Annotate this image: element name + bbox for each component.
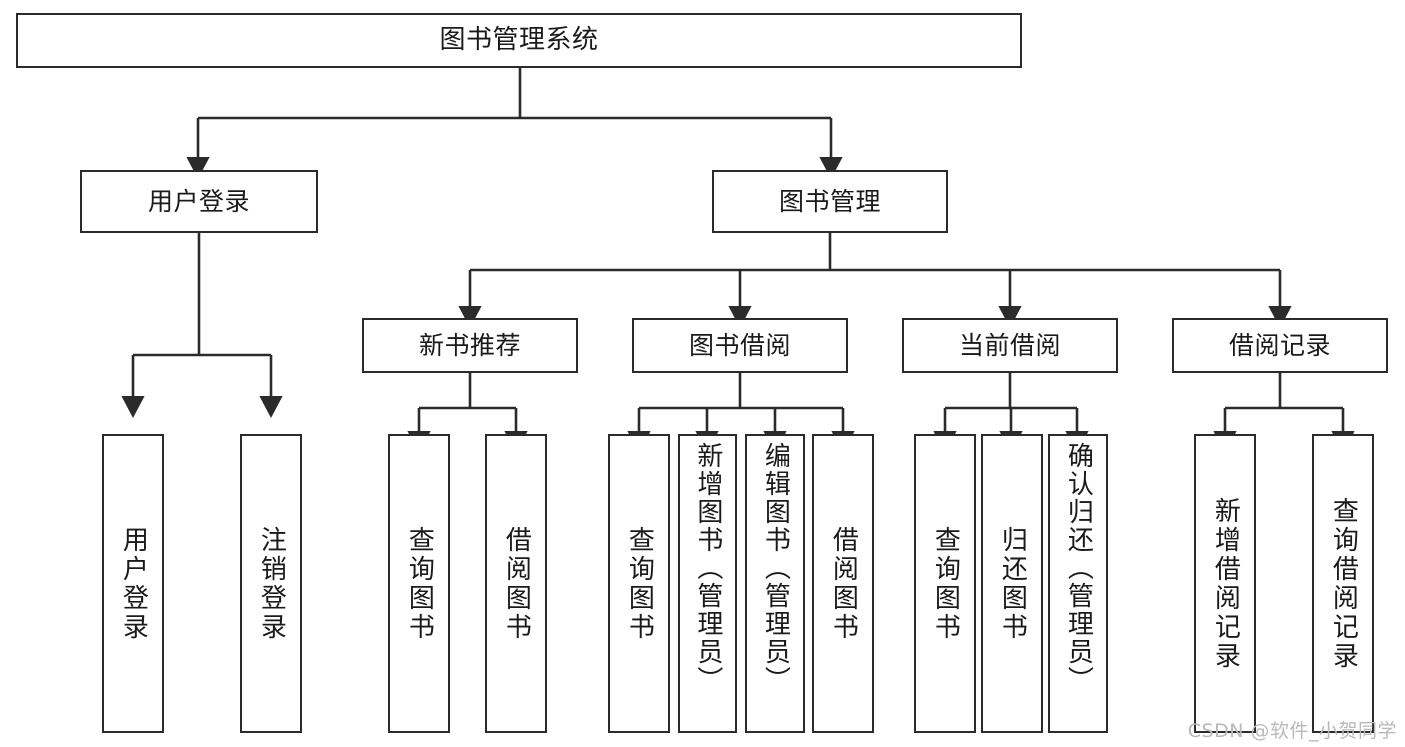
node-current-borrow[interactable]: 当前借阅 [902,318,1118,373]
node-label: 归还图书 [997,525,1028,642]
node-label: 查询借阅记录 [1328,496,1359,671]
leaf-recommend-borrow-book[interactable]: 借阅图书 [485,434,547,733]
node-label: 新增借阅记录 [1210,496,1241,671]
node-label: 用户登录 [118,525,149,642]
node-label: 当前借阅 [958,330,1061,360]
node-label: 注销登录 [256,525,287,642]
csdn-watermark: CSDN @软件_小贺同学 [1187,720,1397,742]
node-label: 编辑图书（管理员） [760,442,791,694]
node-book-borrow[interactable]: 图书借阅 [632,318,848,373]
node-user-login[interactable]: 用户登录 [80,170,318,233]
leaf-record-add-record[interactable]: 新增借阅记录 [1194,434,1256,733]
node-book-management[interactable]: 图书管理 [712,170,948,233]
leaf-borrow-query-book[interactable]: 查询图书 [608,434,670,733]
node-label: 查询图书 [404,525,435,642]
leaf-borrow-borrow-book[interactable]: 借阅图书 [812,434,874,733]
node-label: 借阅图书 [501,525,532,642]
leaf-record-query-record[interactable]: 查询借阅记录 [1312,434,1374,733]
leaf-borrow-edit-book-admin[interactable]: 编辑图书（管理员） [745,434,805,733]
node-root-book-management-system[interactable]: 图书管理系统 [16,13,1022,68]
node-label: 新增图书（管理员） [692,442,723,694]
node-label: 用户登录 [147,186,250,216]
node-label: 确认归还（管理员） [1063,442,1094,694]
node-label: 图书管理系统 [439,25,599,56]
leaf-current-return-book[interactable]: 归还图书 [981,434,1043,733]
node-label: 新书推荐 [418,330,521,360]
leaf-borrow-add-book-admin[interactable]: 新增图书（管理员） [678,434,737,733]
leaf-user-login-login[interactable]: 用户登录 [102,434,164,733]
leaf-current-query-book[interactable]: 查询图书 [914,434,976,733]
node-label: 借阅图书 [828,525,859,642]
node-label: 查询图书 [624,525,655,642]
node-label: 查询图书 [930,525,961,642]
node-label: 图书管理 [778,186,881,216]
node-label: 图书借阅 [688,330,791,360]
leaf-user-login-logout[interactable]: 注销登录 [240,434,302,733]
node-new-book-recommend[interactable]: 新书推荐 [362,318,578,373]
node-borrow-record[interactable]: 借阅记录 [1172,318,1388,373]
leaf-recommend-query-book[interactable]: 查询图书 [388,434,450,733]
node-label: 借阅记录 [1228,330,1331,360]
leaf-current-confirm-return-admin[interactable]: 确认归还（管理员） [1048,434,1108,733]
